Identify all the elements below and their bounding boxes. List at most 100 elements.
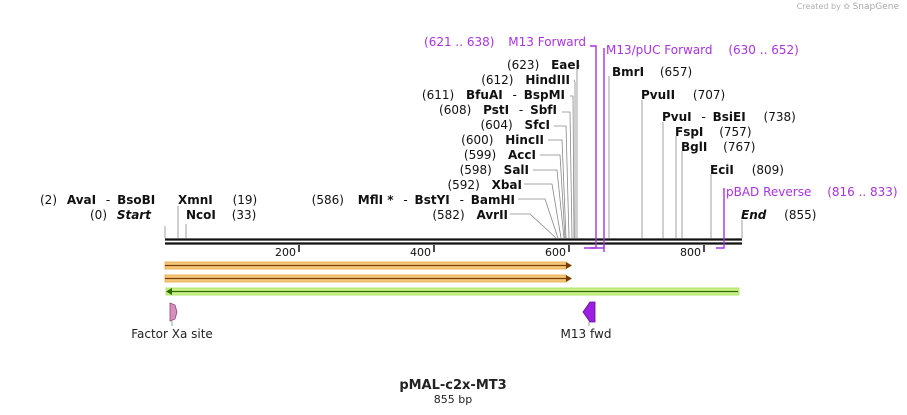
svg-text:EciI (809): EciI (809) bbox=[710, 163, 784, 177]
tick-200: 200 bbox=[275, 245, 300, 259]
feature-m13-fwd[interactable]: M13 fwd bbox=[561, 301, 612, 341]
primer-name: M13/pUC Forward bbox=[606, 43, 713, 57]
snapgene-logo-icon: ✿ bbox=[843, 2, 851, 11]
site-ecii[interactable]: EciI (809) bbox=[710, 163, 784, 177]
site-pos: (33) bbox=[232, 208, 257, 222]
site-psti-sbfi[interactable]: (608) PstI - SbfI bbox=[439, 103, 557, 117]
site-pos: (600) bbox=[461, 133, 493, 147]
site-bfuai-bspmi[interactable]: (611) BfuAI - BspMI bbox=[422, 88, 565, 102]
factor-xa-marker bbox=[169, 302, 178, 322]
tick-800: 800 bbox=[680, 245, 705, 259]
site-pos: (2) bbox=[40, 193, 57, 207]
site-pos: (592) bbox=[447, 178, 479, 192]
site-pos: (612) bbox=[481, 73, 513, 87]
svg-text:(0) Start: (0) Start bbox=[90, 208, 152, 222]
site-xmni[interactable]: XmnI (19) bbox=[178, 193, 257, 207]
site-pos: (809) bbox=[752, 163, 784, 177]
svg-text:XmnI (19): XmnI (19) bbox=[178, 193, 257, 207]
site-name: HindIII bbox=[525, 73, 570, 87]
site-hindiii[interactable]: (612) HindIII bbox=[481, 73, 570, 87]
primer-name: M13 Forward bbox=[508, 35, 586, 49]
site-pos: (707) bbox=[693, 88, 725, 102]
green-feature-arrow[interactable] bbox=[165, 287, 740, 296]
svg-text:(621 .. 638) M13 Forward: (621 .. 638) M13 Forward bbox=[424, 35, 586, 49]
feature-factor-xa-site[interactable]: Factor Xa site bbox=[131, 302, 213, 341]
site-pos: (657) bbox=[660, 65, 692, 79]
tick-label-800: 800 bbox=[680, 246, 701, 259]
right-site-connectors bbox=[608, 76, 743, 238]
site-bgli[interactable]: BglI (767) bbox=[681, 140, 755, 154]
primer-range: (816 .. 833) bbox=[827, 185, 897, 199]
svg-text:PvuII (707): PvuII (707) bbox=[641, 88, 725, 102]
svg-text:BglI (767): BglI (767) bbox=[681, 140, 755, 154]
cluster-connectors bbox=[510, 65, 580, 239]
site-ncoi[interactable]: NcoI (33) bbox=[186, 208, 256, 222]
svg-text:(598) SalI: (598) SalI bbox=[460, 163, 529, 177]
svg-text:(608) PstI -: (608) PstI - SbfI bbox=[439, 103, 557, 117]
svg-text:(604) SfcI: (604) SfcI bbox=[480, 118, 550, 132]
site-name: BfuAI bbox=[466, 88, 503, 102]
site-name: XbaI bbox=[492, 178, 522, 192]
start-label: Start bbox=[117, 208, 152, 222]
site-avai-bsobi[interactable]: (2) AvaI - BsoBI bbox=[40, 193, 155, 207]
primer-leader bbox=[716, 188, 725, 249]
site-pvuii[interactable]: PvuII (707) bbox=[641, 88, 725, 102]
site-pos: (623) bbox=[507, 58, 539, 72]
orf-arrow-2[interactable] bbox=[164, 274, 572, 283]
primer-range: (630 .. 652) bbox=[728, 43, 798, 57]
site-name: SbfI bbox=[530, 103, 557, 117]
site-sali[interactable]: (598) SalI bbox=[460, 163, 529, 177]
tick-400: 400 bbox=[410, 245, 435, 259]
primer-name: pBAD Reverse bbox=[726, 185, 811, 199]
site-pos: (604) bbox=[480, 118, 512, 132]
site-eaei[interactable]: (623) EaeI bbox=[507, 58, 580, 72]
site-name: XmnI bbox=[178, 193, 213, 207]
site-pos: (738) bbox=[764, 110, 796, 124]
site-hincii[interactable]: (600) HincII bbox=[461, 133, 544, 147]
site-sfci[interactable]: (604) SfcI bbox=[480, 118, 550, 132]
site-name: BsiEI bbox=[713, 110, 746, 124]
feature-label: M13 fwd bbox=[561, 327, 612, 341]
primer-m13-puc-forward[interactable]: M13/pUC Forward (630 .. 652) bbox=[590, 43, 799, 252]
site-name: HincII bbox=[505, 133, 544, 147]
site-xbai[interactable]: (592) XbaI bbox=[447, 178, 522, 192]
site-name: BmrI bbox=[612, 65, 644, 79]
site-name: AvaI bbox=[67, 193, 96, 207]
site-pos: (757) bbox=[719, 125, 751, 139]
svg-text:(2) AvaI - B: (2) AvaI - BsoBI bbox=[40, 193, 155, 207]
orf-arrow-1[interactable] bbox=[164, 261, 572, 270]
site-name: SalI bbox=[504, 163, 529, 177]
svg-text:M13/pUC Forward (630 ..: M13/pUC Forward (630 .. 652) bbox=[606, 43, 799, 57]
m13-fwd-marker bbox=[582, 301, 596, 323]
site-mfli-bstyi-bamhi[interactable]: (586) MflI * - BstYI - BamHI bbox=[312, 193, 515, 207]
svg-text:(586) MflI * -: (586) MflI * - BstYI - BamHI bbox=[312, 193, 515, 207]
site-avrii[interactable]: (582) AvrII bbox=[432, 208, 508, 222]
site-acci[interactable]: (599) AccI bbox=[464, 148, 536, 162]
site-pvui-bsiei[interactable]: PvuI - BsiEI (738) bbox=[662, 110, 796, 124]
end-label: End bbox=[741, 208, 767, 222]
site-name: PstI bbox=[483, 103, 509, 117]
site-pos: (582) bbox=[432, 208, 464, 222]
site-name: BamHI bbox=[471, 193, 515, 207]
backbone bbox=[165, 238, 742, 245]
site-end: End (855) bbox=[741, 208, 816, 222]
site-name: BsoBI bbox=[117, 193, 155, 207]
map-title: pMAL-c2x-MT3 bbox=[399, 378, 506, 393]
site-name: PvuI bbox=[662, 110, 692, 124]
site-name: BglI bbox=[681, 140, 707, 154]
map-length: 855 bp bbox=[434, 393, 472, 406]
svg-text:End (855): End (855) bbox=[741, 208, 816, 222]
primer-pbad-reverse[interactable]: pBAD Reverse (816 .. 833) bbox=[716, 185, 898, 249]
svg-text:(592) XbaI: (592) XbaI bbox=[447, 178, 522, 192]
site-bmri[interactable]: BmrI (657) bbox=[612, 65, 692, 79]
site-fspi[interactable]: FspI (757) bbox=[675, 125, 752, 139]
site-name: EciI bbox=[710, 163, 734, 177]
site-name: NcoI bbox=[186, 208, 216, 222]
tick-label-600: 600 bbox=[545, 246, 566, 259]
left-site-connectors bbox=[164, 206, 187, 238]
site-name: AccI bbox=[508, 148, 536, 162]
svg-text:(623) EaeI: (623) EaeI bbox=[507, 58, 580, 72]
site-pos: (608) bbox=[439, 103, 471, 117]
svg-text:(612) HindIII: (612) HindIII bbox=[481, 73, 570, 87]
